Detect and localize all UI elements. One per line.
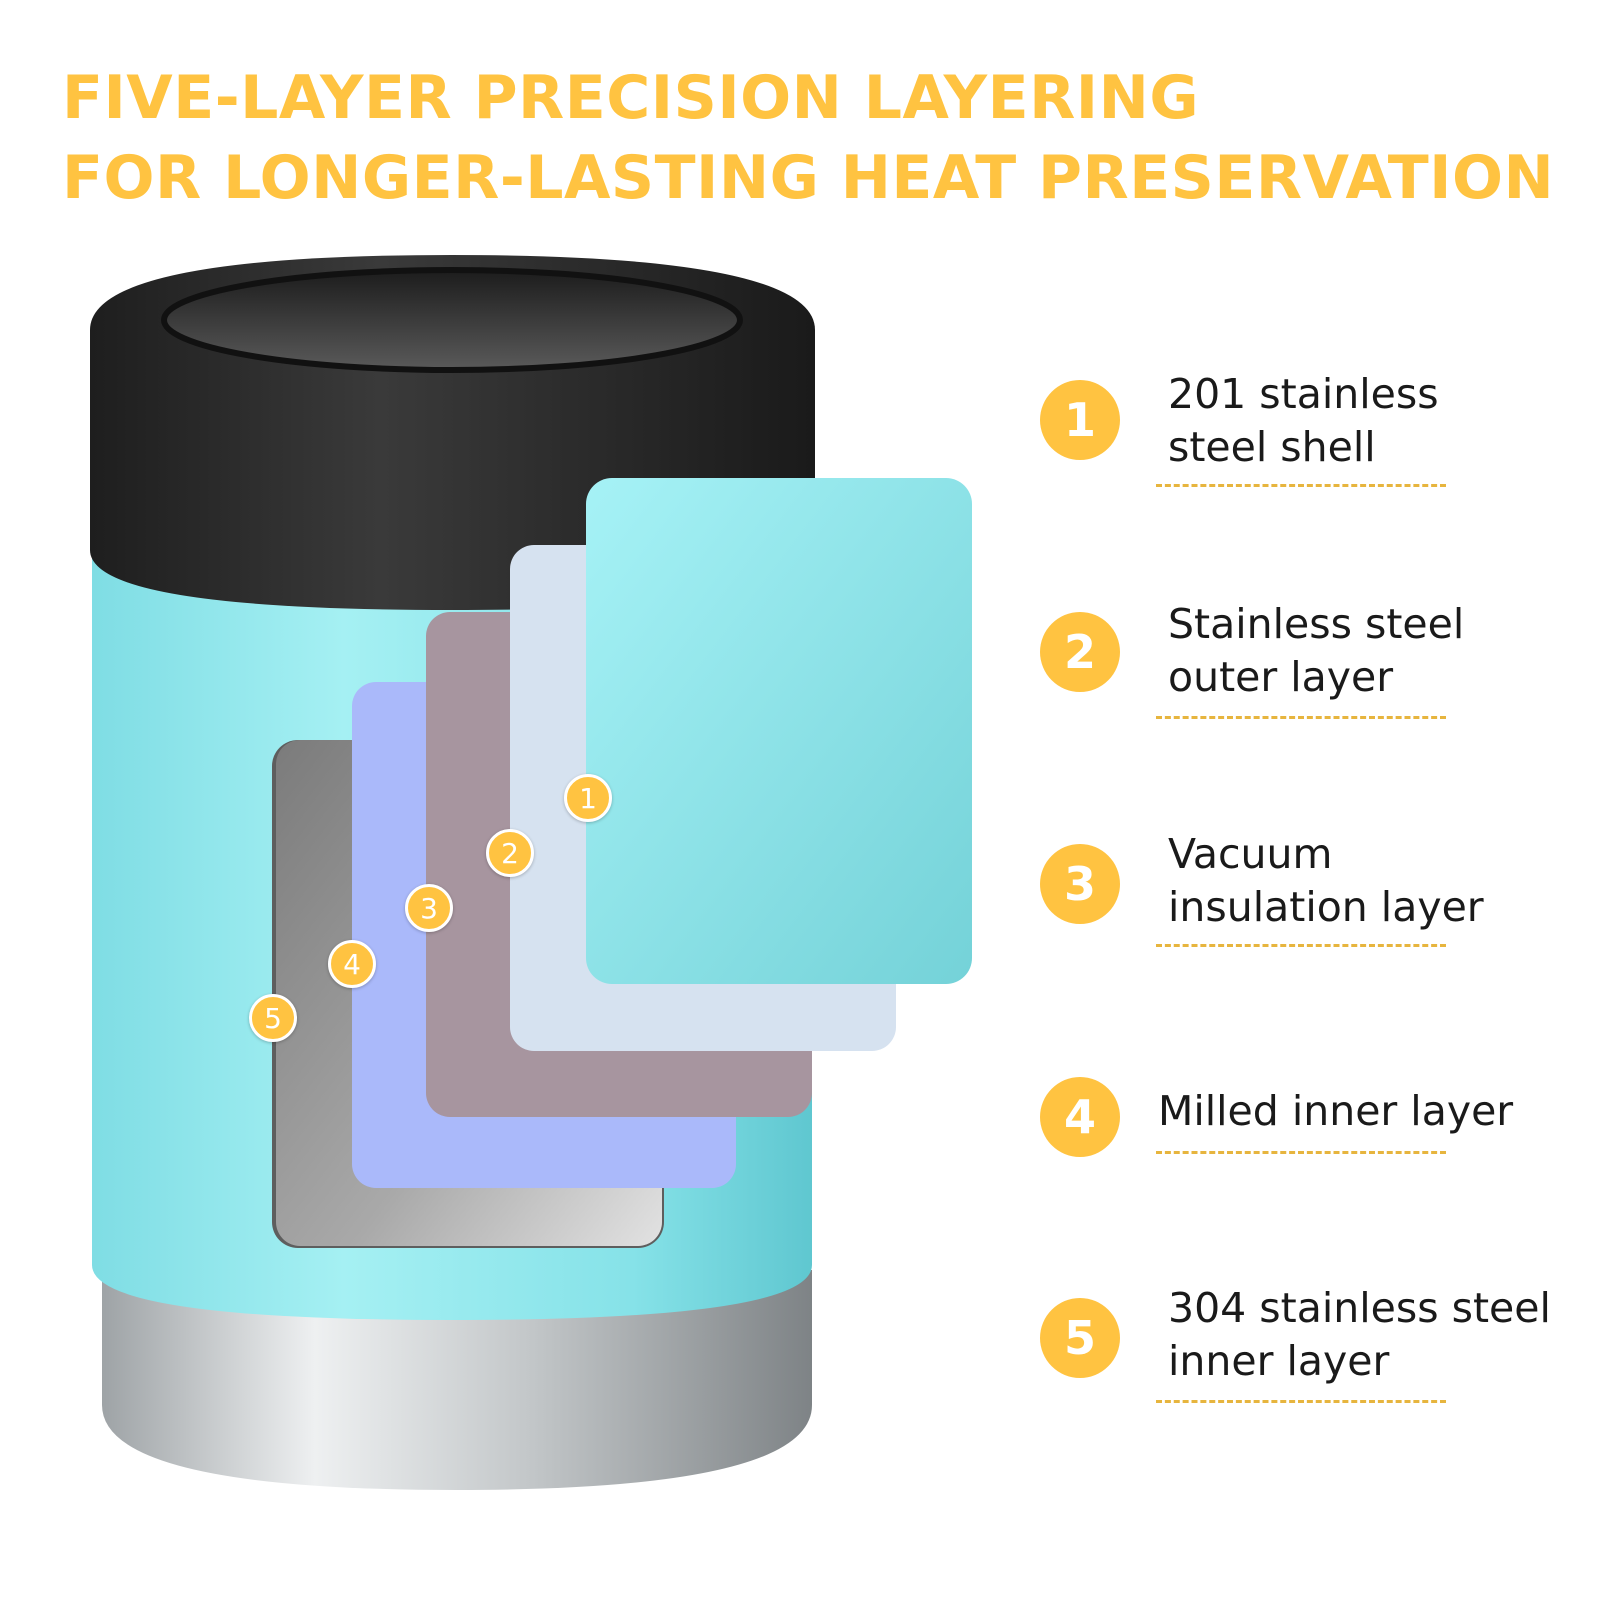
layer-tag-4: 4 <box>328 940 376 988</box>
legend-badge-2: 2 <box>1040 612 1120 692</box>
steel-base <box>102 1270 812 1490</box>
legend-label-3: Vacuum insulation layer <box>1168 830 1484 931</box>
legend-rule-4 <box>1156 1151 1446 1154</box>
legend-label-1: 201 stainless steel shell <box>1168 370 1439 471</box>
headline: FIVE-LAYER PRECISION LAYERING FOR LONGER… <box>62 58 1554 218</box>
headline-line-2: FOR LONGER-LASTING HEAT PRESERVATION <box>62 143 1555 213</box>
layer-1-panel <box>586 478 972 984</box>
legend-badge-3: 3 <box>1040 844 1120 924</box>
lid-rim <box>161 267 743 373</box>
legend-label-2: Stainless steel outer layer <box>1168 600 1465 701</box>
legend-rule-5 <box>1156 1400 1446 1403</box>
headline-line-1: FIVE-LAYER PRECISION LAYERING <box>62 63 1200 133</box>
legend-badge-5: 5 <box>1040 1298 1120 1378</box>
lid-opening <box>164 270 740 370</box>
legend-rule-1 <box>1156 484 1446 487</box>
legend-badge-4: 4 <box>1040 1077 1120 1157</box>
layer-tag-3: 3 <box>405 884 453 932</box>
layer-tag-2: 2 <box>486 829 534 877</box>
layer-tag-1: 1 <box>564 774 612 822</box>
legend-rule-3 <box>1156 944 1446 947</box>
legend-badge-1: 1 <box>1040 380 1120 460</box>
legend-label-5: 304 stainless steel inner layer <box>1168 1284 1551 1385</box>
layer-tag-5: 5 <box>249 994 297 1042</box>
legend-label-4: Milled inner layer <box>1158 1087 1514 1135</box>
legend-rule-2 <box>1156 716 1446 719</box>
